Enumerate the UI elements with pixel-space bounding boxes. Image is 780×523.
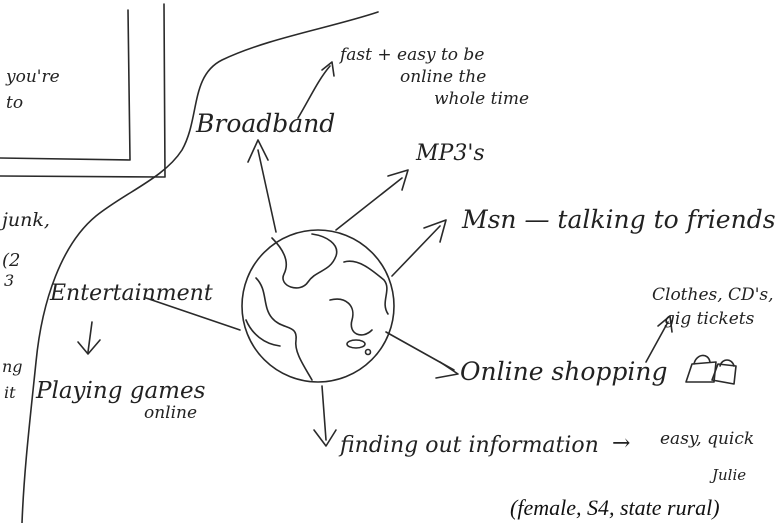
node-mp3: MP3's xyxy=(415,141,485,166)
node-playing-games-line1: Playing games xyxy=(35,378,206,404)
margin-fragment-ng: ng xyxy=(2,357,23,376)
finding-info-note: easy, quick xyxy=(660,429,754,449)
broadband-note-line2: online the xyxy=(400,67,486,87)
margin-fragment-2: (2 xyxy=(2,250,20,271)
margin-fragment-junk: junk, xyxy=(0,209,50,231)
globe-icon xyxy=(242,230,394,382)
margin-fragment-to: to xyxy=(6,93,23,113)
shopping-note-line1: Clothes, CD's, xyxy=(652,285,774,305)
node-entertainment: Entertainment xyxy=(49,281,213,306)
author-signature: Julie xyxy=(709,466,746,484)
boundary-line xyxy=(22,12,378,523)
broadband-note-line3: whole time xyxy=(434,89,529,109)
node-playing-games-line2: online xyxy=(144,403,197,423)
broadband-note-line1: fast + easy to be xyxy=(338,45,484,65)
finding-info-arrow: → xyxy=(612,431,630,456)
node-msn: Msn — talking to friends xyxy=(461,205,776,234)
margin-fragment-3: 3 xyxy=(4,271,14,290)
node-broadband: Broadband xyxy=(195,109,335,138)
shopping-note-line2: gig tickets xyxy=(664,309,755,329)
adjacent-page-border xyxy=(0,4,165,177)
caption: (female, S4, state rural) xyxy=(510,495,720,520)
margin-fragment-youre: you're xyxy=(5,67,60,87)
node-finding-info: finding out information xyxy=(338,433,599,458)
shopping-bags-icon xyxy=(686,355,736,384)
margin-fragment-it: it xyxy=(4,383,16,402)
node-online-shopping: Online shopping xyxy=(460,357,668,386)
